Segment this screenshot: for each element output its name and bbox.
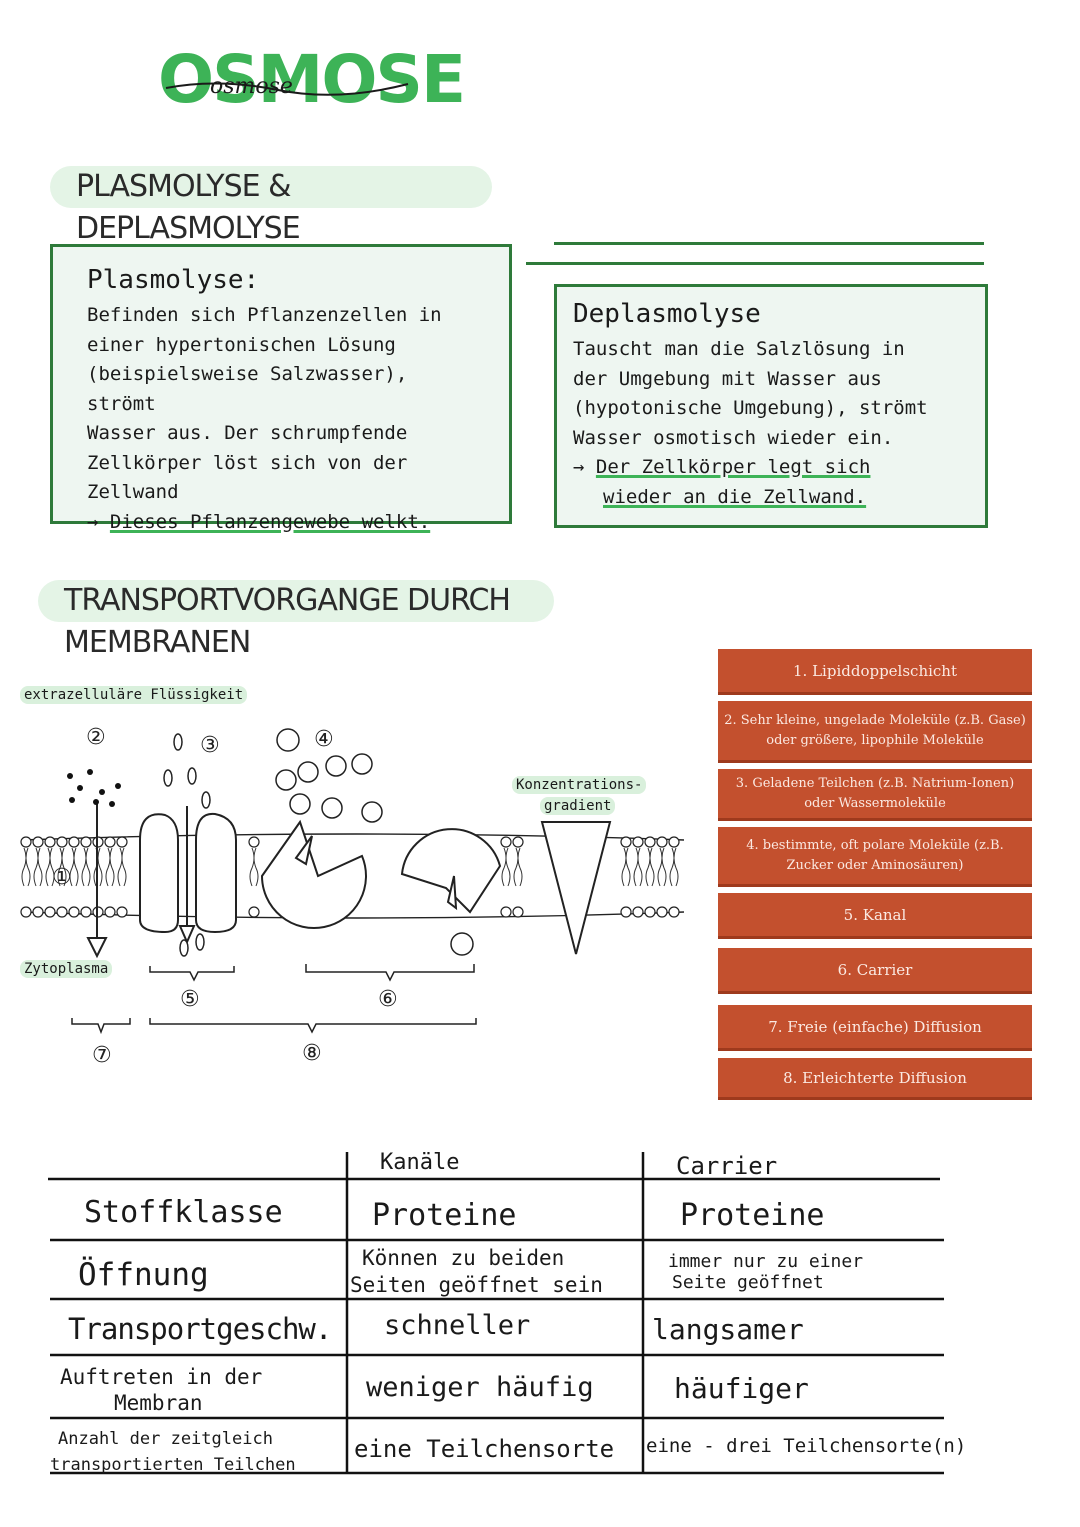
number-7: ⑦ bbox=[92, 1043, 112, 1068]
cell-carrier-stoffklasse: Proteine bbox=[680, 1198, 825, 1233]
plasmolyse-conclusion: Dieses Pflanzengewebe welkt. bbox=[109, 510, 431, 533]
row-label-transportgeschw: Transportgeschw. bbox=[68, 1312, 332, 1346]
cell-kanal-stoffklasse: Proteine bbox=[372, 1198, 517, 1233]
cell-carrier-geschw: langsamer bbox=[652, 1313, 804, 1346]
deplasmolyse-conclusion-2: wieder an die Zellwand. bbox=[603, 485, 867, 508]
plasmolyse-line: (beispielsweise Salzwasser), strömt bbox=[87, 363, 408, 415]
deplasmolyse-line: der Umgebung mit Wasser aus bbox=[573, 367, 882, 390]
label-konzentration: Konzentrations- bbox=[512, 776, 647, 794]
deplasmolyse-line: Wasser osmotisch wieder ein. bbox=[573, 426, 894, 449]
cell-kanal-auftreten: weniger häufig bbox=[366, 1372, 594, 1403]
number-6: ⑥ bbox=[378, 987, 398, 1012]
page-title-block: OSMOSE osmose bbox=[158, 40, 466, 120]
small-molecules bbox=[67, 769, 121, 807]
deplasmolyse-conclusion-row: → Der Zellkörper legt sich bbox=[573, 453, 971, 483]
number-4: ④ bbox=[314, 727, 334, 752]
concentration-gradient-triangle bbox=[540, 821, 612, 955]
table-header-kanaele: Kanäle bbox=[380, 1150, 460, 1175]
row-label-oeffnung: Öffnung bbox=[78, 1257, 209, 1293]
legend-item: 7. Freie (einfache) Diffusion bbox=[718, 1005, 1032, 1051]
lipid-heads-top bbox=[20, 836, 680, 848]
number-5: ⑤ bbox=[180, 987, 200, 1012]
section-heading-transport: TRANSPORTVORGANGE DURCH MEMBRANEN bbox=[38, 580, 554, 660]
diagram-numbers: ② ③ ④ ① ⑤ ⑥ ⑦ ⑧ bbox=[52, 725, 398, 1068]
cell-kanal-geschw: schneller bbox=[384, 1310, 531, 1341]
plasmolyse-line: einer hypertonischen Lösung bbox=[87, 333, 396, 356]
divider-line bbox=[526, 262, 984, 265]
arrow-right-icon: → bbox=[573, 456, 585, 478]
legend-item: 2. Sehr kleine, ungelade Moleküle (z.B. … bbox=[718, 701, 1032, 763]
label-zytoplasma: Zytoplasma bbox=[20, 960, 113, 978]
legend-item: 3. Geladene Teilchen (z.B. Natrium-Ionen… bbox=[718, 769, 1032, 821]
row-label-auftreten: Auftreten in der bbox=[60, 1365, 263, 1389]
plasmolyse-conclusion-row: → Dieses Pflanzengewebe welkt. bbox=[87, 508, 487, 538]
number-2: ② bbox=[86, 725, 106, 750]
plasmolyse-box: Plasmolyse: Befinden sich Pflanzenzellen… bbox=[50, 244, 512, 533]
membrane-diagram: ② ③ ④ ① ⑤ ⑥ ⑦ ⑧ bbox=[20, 725, 685, 1068]
divider-line bbox=[554, 242, 984, 245]
row-label-anzahl: Anzahl der zeitgleich bbox=[58, 1429, 273, 1449]
legend-item: 1. Lipiddoppelschicht bbox=[718, 649, 1032, 695]
ions bbox=[163, 733, 211, 957]
cell-kanal-oeffnung: Können zu beiden bbox=[362, 1246, 565, 1270]
plasmolyse-line: Befinden sich Pflanzenzellen in bbox=[87, 304, 442, 326]
carrier-protein-open-top bbox=[260, 819, 367, 929]
lipid-tails bbox=[21, 847, 679, 887]
deplasmolyse-heading: Deplasmolyse bbox=[573, 299, 761, 329]
lipid-heads-bottom bbox=[20, 906, 680, 918]
number-1: ① bbox=[52, 865, 72, 890]
diffusion-arrow bbox=[86, 800, 108, 959]
plasmolyse-line: Zellwand bbox=[87, 481, 179, 503]
title-handwritten: osmose bbox=[210, 74, 293, 99]
legend-item: 4. bestimmte, oft polare Moleküle (z.B. … bbox=[718, 827, 1032, 887]
row-label-stoffklasse: Stoffklasse bbox=[84, 1195, 283, 1230]
plasmolyse-heading: Plasmolyse: bbox=[87, 265, 260, 295]
legend-item: 5. Kanal bbox=[718, 893, 1032, 939]
cell-carrier-anzahl: eine - drei Teilchensorte(n) bbox=[646, 1435, 967, 1457]
number-8: ⑧ bbox=[302, 1041, 322, 1066]
label-gradient: gradient bbox=[540, 797, 616, 815]
legend-item: 8. Erleichterte Diffusion bbox=[718, 1058, 1032, 1100]
cell-carrier-auftreten: häufiger bbox=[674, 1372, 809, 1405]
sugar-molecules bbox=[275, 728, 474, 956]
title-underline-stroke bbox=[165, 82, 409, 96]
section-heading-plasmolyse: PLASMOLYSE & DEPLASMOLYSE bbox=[50, 166, 492, 246]
label-extrazellular: extrazelluläre Flüssigkeit bbox=[20, 686, 248, 704]
plasmolyse-line: Wasser aus. Der schrumpfende bbox=[87, 422, 408, 444]
cell-kanal-oeffnung-2: Seiten geöffnet sein bbox=[350, 1273, 603, 1297]
arrow-right-icon: → bbox=[87, 510, 99, 533]
deplasmolyse-conclusion: Der Zellkörper legt sich bbox=[595, 456, 871, 478]
carrier-protein-open-bottom bbox=[400, 828, 502, 914]
row-label-anzahl-2: transportierten Teilchen bbox=[50, 1455, 296, 1475]
page-title: OSMOSE bbox=[158, 41, 466, 118]
channel-protein bbox=[139, 806, 237, 945]
number-3: ③ bbox=[200, 733, 220, 758]
deplasmolyse-line: Tauscht man die Salzlösung in bbox=[573, 338, 905, 360]
cell-kanal-anzahl: eine Teilchensorte bbox=[354, 1435, 615, 1463]
row-label-auftreten-2: Membran bbox=[114, 1391, 203, 1415]
brackets bbox=[71, 964, 477, 1035]
cell-carrier-oeffnung-2: Seite geöffnet bbox=[672, 1272, 824, 1293]
deplasmolyse-box: Deplasmolyse Tauscht man die Salzlösung … bbox=[554, 284, 988, 528]
legend-item: 6. Carrier bbox=[718, 948, 1032, 994]
comparison-table-grid bbox=[48, 1152, 944, 1475]
plasmolyse-line: Zellkörper löst sich von der bbox=[87, 451, 408, 474]
deplasmolyse-line: (hypotonische Umgebung), strömt bbox=[573, 397, 928, 419]
table-header-carrier: Carrier bbox=[676, 1152, 778, 1180]
deplasmolyse-conclusion-row-2: wieder an die Zellwand. bbox=[573, 483, 971, 513]
cell-carrier-oeffnung: immer nur zu einer bbox=[668, 1251, 864, 1272]
